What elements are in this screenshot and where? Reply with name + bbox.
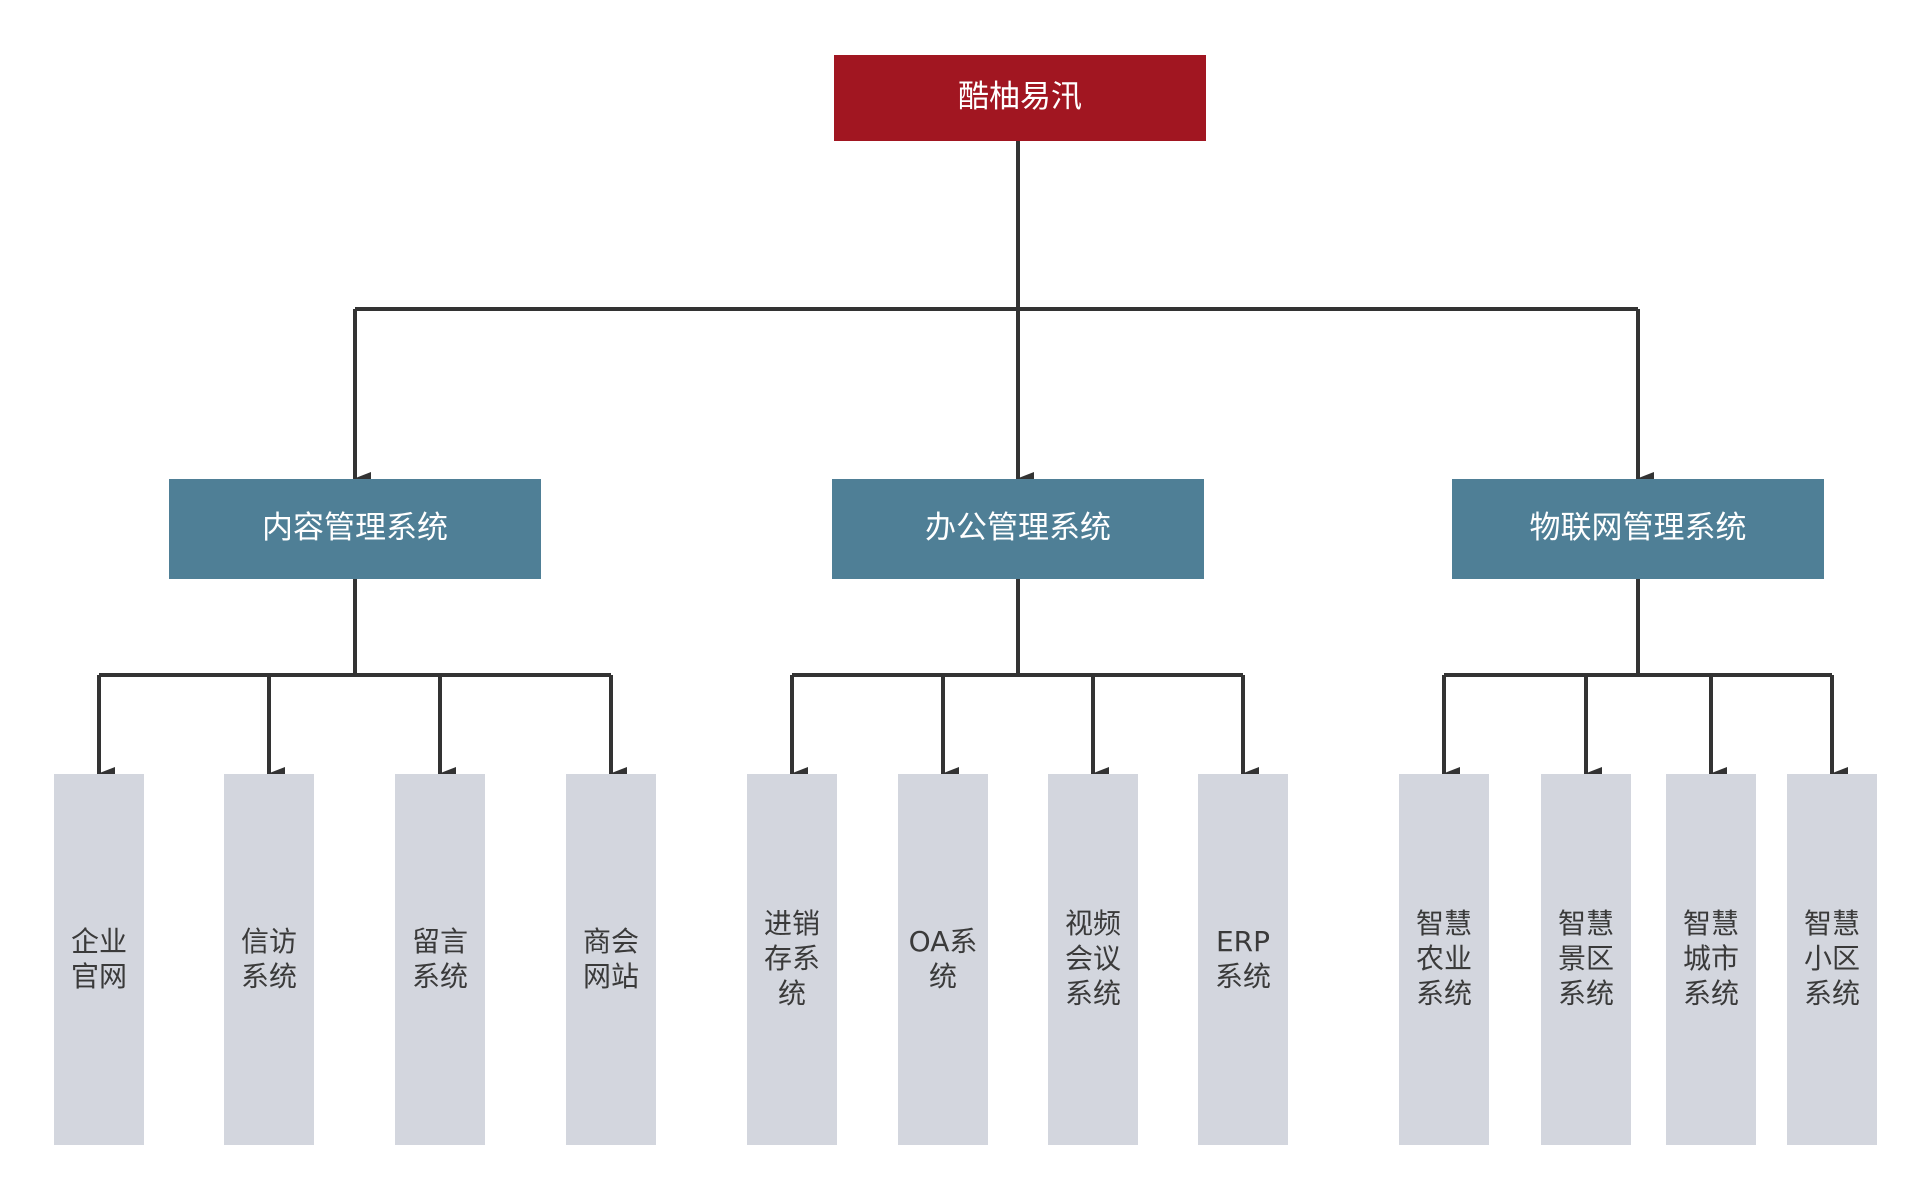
- leaf-smart-community-system: 智慧小区系统: [1787, 774, 1877, 1145]
- leaf-chamber-website: 商会网站: [566, 774, 656, 1145]
- leaf-inventory-system-label: 进销存系统: [763, 907, 820, 1010]
- root-connectors: [353, 141, 1654, 486]
- root-node-label: 酷柚易汛: [958, 79, 1082, 116]
- content-system-connectors: [97, 579, 627, 781]
- office-system-connectors: [790, 579, 1259, 781]
- leaf-oa-system-label: OA系统: [908, 924, 978, 993]
- leaf-smart-scenic-area-system-label: 智慧景区系统: [1557, 907, 1614, 1010]
- leaf-enterprise-website-label: 企业官网: [70, 924, 127, 993]
- leaf-oa-system: OA系统: [898, 774, 988, 1145]
- category-content-management-label: 内容管理系统: [262, 510, 448, 547]
- leaf-erp-system: ERP系统: [1198, 774, 1288, 1145]
- root-node: 酷柚易汛: [834, 55, 1206, 141]
- category-office-management-label: 办公管理系统: [925, 510, 1111, 547]
- leaf-video-meeting-system: 视频会议系统: [1048, 774, 1138, 1145]
- iot-system-connectors: [1442, 579, 1848, 781]
- category-iot-management: 物联网管理系统: [1452, 479, 1824, 579]
- leaf-message-system: 留言系统: [395, 774, 485, 1145]
- leaf-inventory-system: 进销存系统: [747, 774, 837, 1145]
- leaf-smart-city-system: 智慧城市系统: [1666, 774, 1756, 1145]
- leaf-petition-system: 信访系统: [224, 774, 314, 1145]
- leaf-smart-agriculture-system: 智慧农业系统: [1399, 774, 1489, 1145]
- leaf-smart-scenic-area-system: 智慧景区系统: [1541, 774, 1631, 1145]
- leaf-enterprise-website: 企业官网: [54, 774, 144, 1145]
- leaf-video-meeting-system-label: 视频会议系统: [1064, 907, 1121, 1010]
- leaf-erp-system-label: ERP系统: [1214, 924, 1271, 993]
- leaf-petition-system-label: 信访系统: [240, 924, 297, 993]
- category-iot-management-label: 物联网管理系统: [1529, 510, 1747, 547]
- leaf-smart-agriculture-system-label: 智慧农业系统: [1415, 907, 1472, 1010]
- category-content-management: 内容管理系统: [169, 479, 541, 579]
- leaf-smart-community-system-label: 智慧小区系统: [1803, 907, 1860, 1010]
- leaf-smart-city-system-label: 智慧城市系统: [1682, 907, 1739, 1010]
- category-office-management: 办公管理系统: [832, 479, 1204, 579]
- leaf-message-system-label: 留言系统: [411, 924, 468, 993]
- leaf-chamber-website-label: 商会网站: [582, 924, 639, 993]
